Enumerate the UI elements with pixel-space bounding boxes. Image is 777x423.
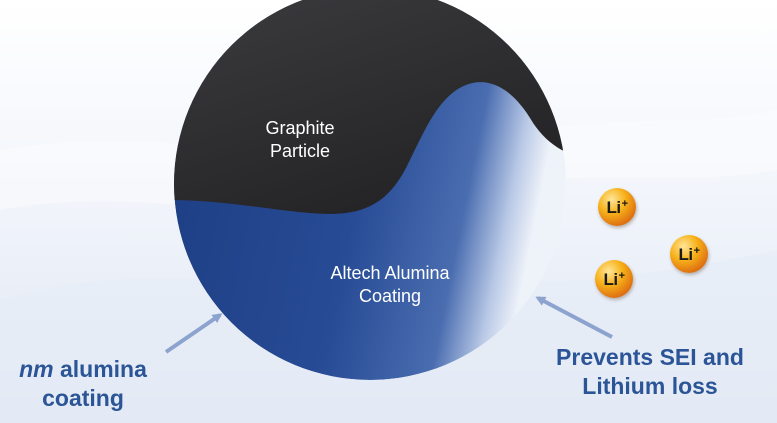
ion-label: Li+ bbox=[606, 197, 628, 217]
nm-alumina-coating-callout: nm alumina coating bbox=[2, 355, 164, 413]
alumina-coating-label: Altech Alumina Coating bbox=[290, 262, 490, 308]
graphite-label-line2: Particle bbox=[269, 141, 331, 161]
coating-arrow bbox=[164, 313, 223, 354]
ion-symbol: Li bbox=[603, 269, 618, 289]
right-callout-line1: Prevents SEI and bbox=[556, 344, 744, 370]
ion-charge: + bbox=[621, 197, 628, 210]
ion-symbol: Li bbox=[678, 244, 693, 264]
ion-symbol: Li bbox=[606, 197, 621, 217]
ion-label: Li+ bbox=[678, 244, 700, 264]
graphite-label-line1: Graphite bbox=[265, 118, 335, 138]
particle-sheen bbox=[530, 0, 566, 380]
sei-arrow bbox=[535, 296, 613, 339]
lithium-ion-icon: Li+ bbox=[670, 235, 708, 273]
particle bbox=[174, 0, 566, 380]
left-callout-line2: coating bbox=[42, 385, 124, 411]
left-callout-line1-rest: alumina bbox=[53, 356, 147, 382]
lithium-ion-icon: Li+ bbox=[598, 188, 636, 226]
ion-charge: + bbox=[693, 244, 700, 257]
left-callout-line1: nm alumina bbox=[2, 355, 164, 384]
coating-label-line2: Coating bbox=[358, 286, 422, 306]
right-callout-line2: Lithium loss bbox=[582, 373, 718, 399]
ion-label: Li+ bbox=[603, 269, 625, 289]
ion-charge: + bbox=[618, 269, 625, 282]
prevents-sei-callout: Prevents SEI and Lithium loss bbox=[535, 343, 765, 401]
lithium-ion-icon: Li+ bbox=[595, 260, 633, 298]
nm-prefix: nm bbox=[19, 356, 54, 382]
graphite-particle-label: Graphite Particle bbox=[250, 117, 350, 163]
graphite-core bbox=[174, 0, 566, 214]
coating-label-line1: Altech Alumina bbox=[330, 263, 450, 283]
